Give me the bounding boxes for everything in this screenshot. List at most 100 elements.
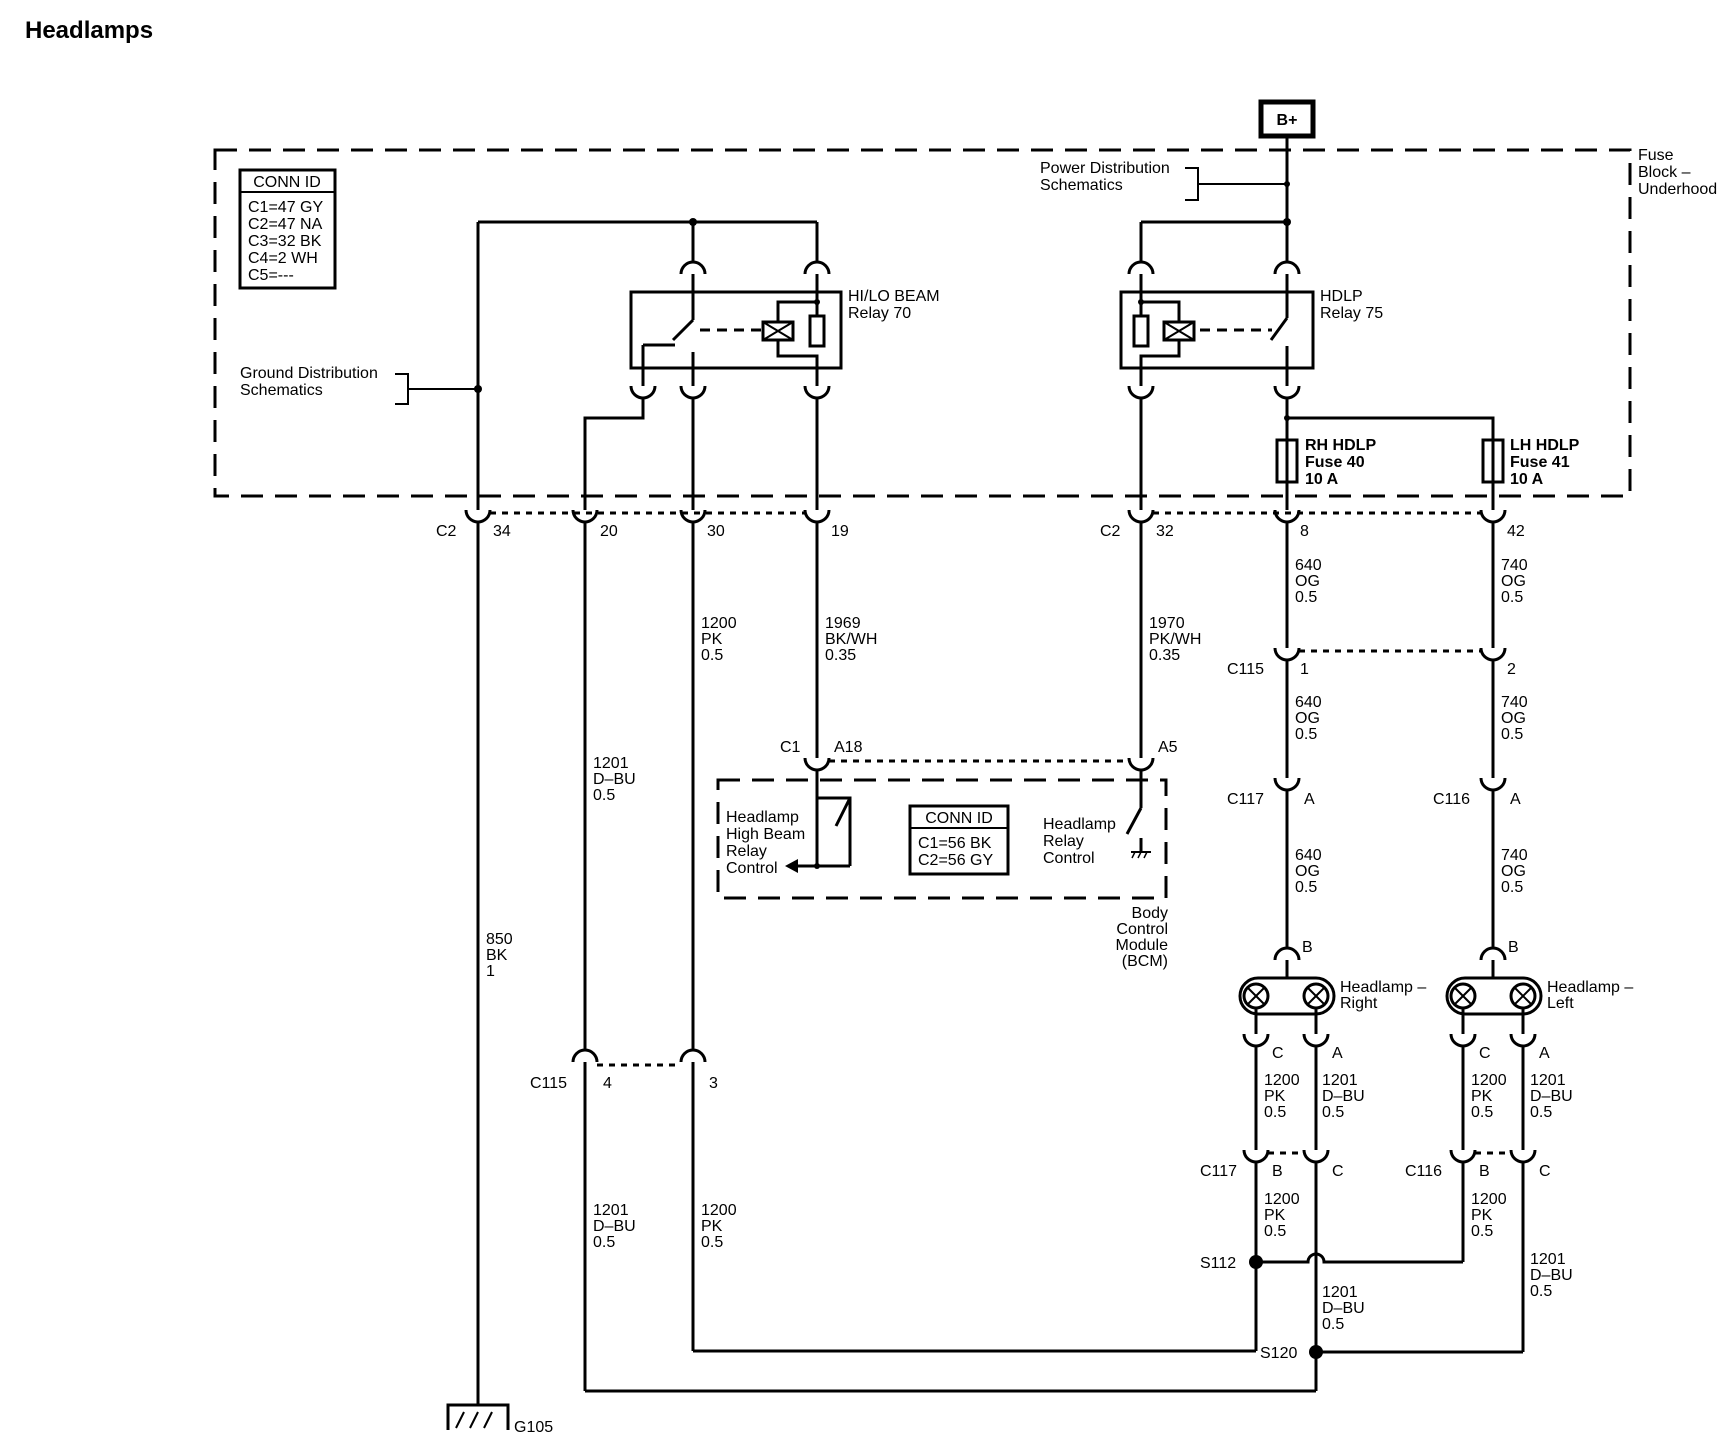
svg-text:Fuse 41: Fuse 41 <box>1510 454 1570 471</box>
splice-s120: S120 <box>1260 1345 1323 1362</box>
wire-label-640-c117: 640 OG 0.5 <box>1295 847 1322 896</box>
svg-text:1200: 1200 <box>1471 1072 1507 1089</box>
svg-text:1201: 1201 <box>593 1202 629 1219</box>
connector-c117-top: C117 A <box>1227 777 1315 808</box>
svg-text:Ground Distribution: Ground Distribution <box>240 365 378 382</box>
svg-text:C1: C1 <box>780 739 801 756</box>
svg-text:C116: C116 <box>1433 791 1470 808</box>
svg-text:OG: OG <box>1501 863 1526 880</box>
svg-text:C3=32 BK: C3=32 BK <box>248 233 322 250</box>
svg-text:Headlamp: Headlamp <box>1043 816 1116 833</box>
svg-text:640: 640 <box>1295 694 1322 711</box>
svg-text:Control: Control <box>1116 921 1168 938</box>
svg-text:0.5: 0.5 <box>1501 589 1523 606</box>
svg-text:RH HDLP: RH HDLP <box>1305 437 1376 454</box>
svg-text:1201: 1201 <box>1322 1284 1358 1301</box>
svg-text:Relay 70: Relay 70 <box>848 305 911 322</box>
svg-text:C117: C117 <box>1227 791 1264 808</box>
svg-text:CONN ID: CONN ID <box>925 810 993 827</box>
svg-text:Underhood: Underhood <box>1638 181 1717 198</box>
svg-text:0.5: 0.5 <box>1501 879 1523 896</box>
svg-text:30: 30 <box>707 523 725 540</box>
svg-text:A: A <box>1510 791 1521 808</box>
svg-text:PK: PK <box>1264 1207 1286 1224</box>
wire-label-1200-lower: 1200 PK 0.5 <box>701 1202 737 1251</box>
svg-text:B: B <box>1302 939 1313 956</box>
svg-text:3: 3 <box>709 1075 718 1092</box>
svg-text:1970: 1970 <box>1149 615 1185 632</box>
connector-bcm-c1: C1 A18 A5 <box>780 739 1178 772</box>
headlamp-left: B Headlamp – Left C A <box>1445 939 1633 1062</box>
svg-text:HDLP: HDLP <box>1320 288 1363 305</box>
wire-label-1201-hl-left: 1201 D–BU 0.5 <box>1530 1072 1573 1121</box>
svg-text:S120: S120 <box>1260 1345 1297 1362</box>
wire-label-640-c115: 640 OG 0.5 <box>1295 694 1322 743</box>
svg-text:0.5: 0.5 <box>1295 879 1317 896</box>
headlamp-right: B Headlamp – Right C A <box>1238 939 1426 1062</box>
svg-text:PK: PK <box>701 1218 723 1235</box>
svg-text:19: 19 <box>831 523 849 540</box>
svg-text:1201: 1201 <box>1322 1072 1358 1089</box>
wire-label-1201-hl-right: 1201 D–BU 0.5 <box>1322 1072 1365 1121</box>
wire-label-1200-splice: 1200 PK 0.5 <box>1264 1191 1300 1240</box>
svg-text:OG: OG <box>1295 710 1320 727</box>
svg-text:0.5: 0.5 <box>1501 726 1523 743</box>
svg-text:10 A: 10 A <box>1305 471 1339 488</box>
svg-text:Module: Module <box>1116 937 1169 954</box>
svg-text:0.5: 0.5 <box>1295 589 1317 606</box>
power-distribution-ref: Power Distribution Schematics <box>1040 160 1290 201</box>
svg-text:C: C <box>1332 1163 1344 1180</box>
wire-label-640-c2: 640 OG 0.5 <box>1295 557 1322 606</box>
battery-supply: B+ <box>1258 99 1316 139</box>
svg-text:Power Distribution: Power Distribution <box>1040 160 1170 177</box>
svg-text:0.5: 0.5 <box>1322 1104 1344 1121</box>
svg-text:C115: C115 <box>1227 661 1264 678</box>
svg-text:Control: Control <box>726 860 778 877</box>
wire-label-1969: 1969 BK/WH 0.35 <box>825 615 877 664</box>
svg-text:D–BU: D–BU <box>1530 1267 1573 1284</box>
svg-text:Schematics: Schematics <box>1040 177 1123 194</box>
svg-text:Block –: Block – <box>1638 164 1691 181</box>
svg-text:C: C <box>1272 1045 1284 1062</box>
connector-c116-bottom: C116 B C <box>1405 1149 1551 1180</box>
svg-text:Right: Right <box>1340 995 1378 1012</box>
svg-text:0.5: 0.5 <box>701 1234 723 1251</box>
svg-text:Headlamp –: Headlamp – <box>1340 979 1426 996</box>
svg-text:Left: Left <box>1547 995 1574 1012</box>
svg-text:A5: A5 <box>1158 739 1178 756</box>
svg-text:640: 640 <box>1295 557 1322 574</box>
rh-hdlp-fuse-40: RH HDLP Fuse 40 10 A <box>1275 437 1376 510</box>
wire-label-1970: 1970 PK/WH 0.35 <box>1149 615 1201 664</box>
svg-text:C116: C116 <box>1405 1163 1442 1180</box>
svg-text:C1=56 BK: C1=56 BK <box>918 835 992 852</box>
svg-text:42: 42 <box>1507 523 1525 540</box>
wire-label-1200-hl-right: 1200 PK 0.5 <box>1264 1072 1300 1121</box>
svg-text:S112: S112 <box>1200 1255 1236 1272</box>
wire-label-1200-upper: 1200 PK 0.5 <box>701 615 737 664</box>
svg-text:0.5: 0.5 <box>1295 726 1317 743</box>
svg-text:0.35: 0.35 <box>825 647 856 664</box>
connector-c115-bottom: C115 4 3 <box>530 1048 718 1092</box>
svg-text:OG: OG <box>1501 573 1526 590</box>
svg-text:C117: C117 <box>1200 1163 1237 1180</box>
svg-text:2: 2 <box>1507 661 1516 678</box>
ground-distribution-ref: Ground Distribution Schematics <box>240 365 482 405</box>
svg-text:A: A <box>1332 1045 1343 1062</box>
svg-text:Body: Body <box>1132 905 1168 922</box>
svg-text:20: 20 <box>600 523 618 540</box>
svg-text:Relay 75: Relay 75 <box>1320 305 1383 322</box>
splice-s112: S112 <box>1200 1255 1263 1272</box>
svg-text:OG: OG <box>1501 710 1526 727</box>
svg-text:C: C <box>1539 1163 1551 1180</box>
svg-text:0.5: 0.5 <box>1322 1316 1344 1333</box>
svg-text:D–BU: D–BU <box>1322 1300 1365 1317</box>
svg-text:4: 4 <box>603 1075 612 1092</box>
wire-label-1200-hl-left: 1200 PK 0.5 <box>1471 1072 1507 1121</box>
svg-text:D–BU: D–BU <box>593 771 636 788</box>
wire-label-1201-lower: 1201 D–BU 0.5 <box>593 1202 636 1251</box>
connector-c2: C2 34 20 30 19 C2 32 8 42 <box>436 509 1525 540</box>
svg-text:C2=47 NA: C2=47 NA <box>248 216 323 233</box>
connector-c116-top: C116 A <box>1433 777 1521 808</box>
svg-text:0.5: 0.5 <box>593 787 615 804</box>
